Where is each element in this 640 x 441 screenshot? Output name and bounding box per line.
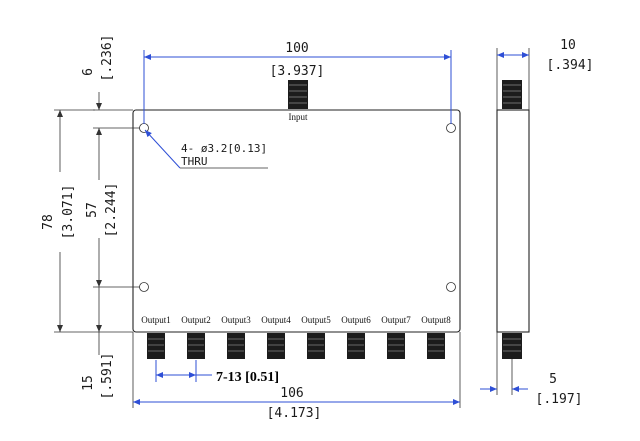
output-label: Output4 [261,315,291,325]
output-connectors [147,333,445,359]
dim-top-offset-in: [.236] [100,35,115,82]
output-connector [187,333,205,359]
output-label: Output7 [381,315,411,325]
output-connector [267,333,285,359]
hole-note-thru: THRU [181,155,208,168]
dim-top-width-mm: 100 [285,41,308,56]
output-connector [147,333,165,359]
output-connector [427,333,445,359]
dim-thickness-mm: 10 [560,38,576,53]
dim-bottom-offset-in: [.591] [100,353,115,400]
output-connector [307,333,325,359]
output-label: Output8 [421,315,451,325]
dim-body-height [54,109,133,333]
dim-thickness-in: [.394] [547,58,594,73]
dim-overall-width-mm: 106 [280,386,303,401]
output-connector [387,333,405,359]
dim-body-height-in: [3.071] [61,185,76,240]
mounting-hole-bottom-right [446,282,456,292]
dim-connector-offset [480,332,528,395]
side-view-bottom-connector [502,333,522,359]
dim-top-width-in: [3.937] [270,64,325,79]
dim-overall-width [132,332,461,408]
output-label: Output5 [301,315,331,325]
dim-bottom-offset-mm: 15 [81,375,96,391]
dim-connector-offset-mm: 5 [549,372,557,387]
output-label: Output1 [141,315,171,325]
output-label: Output3 [221,315,251,325]
dim-hole-pitch-in: [2.244] [104,183,119,238]
dim-body-height-mm: 78 [41,214,56,230]
dim-connector-offset-in: [.197] [536,392,583,407]
dim-top-offset-mm: 6 [81,68,96,76]
output-label: Output2 [181,315,211,325]
hole-callout [144,129,268,169]
hole-note-diameter: 4- ø3.2[0.13] [181,142,267,155]
output-connector [347,333,365,359]
dim-top-width [143,50,452,124]
dim-connector-pitch [155,360,212,382]
dim-overall-width-in: [4.173] [267,406,322,421]
front-view-body [132,109,461,333]
dim-thickness [496,48,530,110]
output-connector [227,333,245,359]
dim-hole-pitch-mm: 57 [85,202,100,218]
output-labels: Output1 Output2 Output3 Output4 Output5 … [141,315,451,325]
side-view-top-connector [502,80,522,109]
input-connector [288,80,308,109]
side-view-body [496,109,530,333]
dim-hole-pitch [93,128,140,288]
output-label: Output6 [341,315,371,325]
input-label: Input [289,112,308,122]
dim-connector-pitch-label: 7-13 [0.51] [216,370,279,385]
